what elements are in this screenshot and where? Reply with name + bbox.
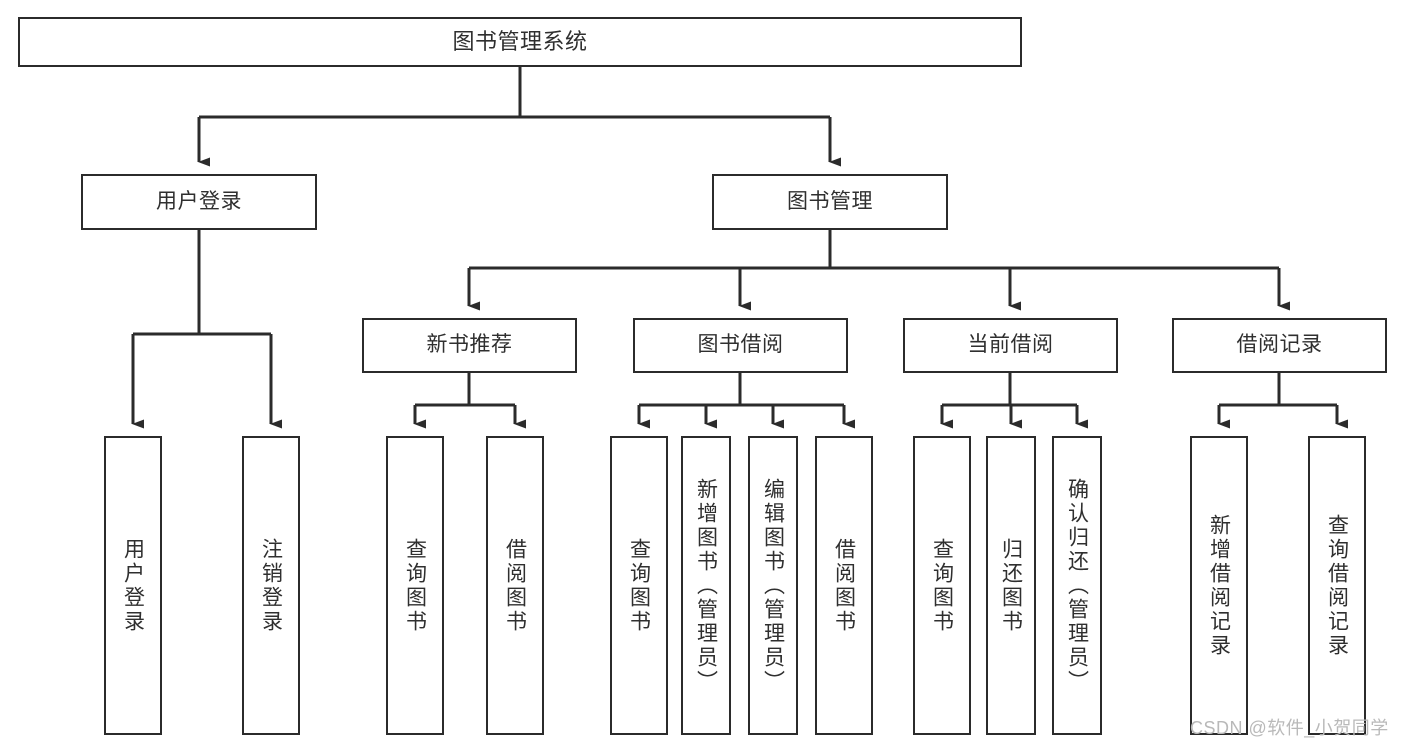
- node-leaf-user-logout-label: 注销登录: [259, 537, 283, 634]
- node-user-login-label: 用户登录: [156, 189, 242, 213]
- node-leaf-user-login[interactable]: 用户登录: [104, 436, 162, 735]
- node-leaf-query-book-2-label: 查询图书: [627, 537, 651, 634]
- node-leaf-confirm-return-label: 确认归还（管理员）: [1065, 477, 1089, 694]
- node-leaf-edit-book-label: 编辑图书（管理员）: [761, 477, 785, 694]
- node-leaf-return-book[interactable]: 归还图书: [986, 436, 1036, 735]
- node-new-book-recommendation[interactable]: 新书推荐: [362, 318, 577, 373]
- node-leaf-user-login-label: 用户登录: [121, 537, 145, 634]
- node-root[interactable]: 图书管理系统: [18, 17, 1022, 67]
- node-leaf-add-book[interactable]: 新增图书（管理员）: [681, 436, 731, 735]
- node-leaf-add-borrow-record[interactable]: 新增借阅记录: [1190, 436, 1248, 735]
- node-current-borrow[interactable]: 当前借阅: [903, 318, 1118, 373]
- node-leaf-edit-book[interactable]: 编辑图书（管理员）: [748, 436, 798, 735]
- node-leaf-query-book-1-label: 查询图书: [403, 537, 427, 634]
- node-leaf-borrow-book-2[interactable]: 借阅图书: [815, 436, 873, 735]
- node-leaf-confirm-return[interactable]: 确认归还（管理员）: [1052, 436, 1102, 735]
- node-leaf-borrow-book-1[interactable]: 借阅图书: [486, 436, 544, 735]
- node-leaf-borrow-book-2-label: 借阅图书: [832, 537, 856, 634]
- node-current-borrow-label: 当前借阅: [967, 333, 1054, 357]
- node-leaf-add-book-label: 新增图书（管理员）: [694, 477, 718, 694]
- node-book-borrow[interactable]: 图书借阅: [633, 318, 848, 373]
- node-leaf-query-book-3[interactable]: 查询图书: [913, 436, 971, 735]
- node-leaf-query-book-3-label: 查询图书: [930, 537, 954, 634]
- node-leaf-query-book-2[interactable]: 查询图书: [610, 436, 668, 735]
- node-user-login[interactable]: 用户登录: [81, 174, 317, 230]
- node-book-manage-label: 图书管理: [787, 189, 873, 213]
- node-new-book-recommendation-label: 新书推荐: [426, 333, 513, 357]
- node-leaf-query-borrow-record-label: 查询借阅记录: [1325, 513, 1349, 658]
- node-leaf-add-borrow-record-label: 新增借阅记录: [1207, 513, 1231, 658]
- node-book-manage[interactable]: 图书管理: [712, 174, 948, 230]
- node-borrow-record-label: 借阅记录: [1236, 333, 1323, 357]
- node-root-label: 图书管理系统: [452, 29, 588, 55]
- node-leaf-query-borrow-record[interactable]: 查询借阅记录: [1308, 436, 1366, 735]
- node-book-borrow-label: 图书借阅: [697, 333, 784, 357]
- node-leaf-query-book-1[interactable]: 查询图书: [386, 436, 444, 735]
- node-borrow-record[interactable]: 借阅记录: [1172, 318, 1387, 373]
- node-leaf-borrow-book-1-label: 借阅图书: [503, 537, 527, 634]
- node-leaf-return-book-label: 归还图书: [999, 537, 1023, 634]
- node-leaf-user-logout[interactable]: 注销登录: [242, 436, 300, 735]
